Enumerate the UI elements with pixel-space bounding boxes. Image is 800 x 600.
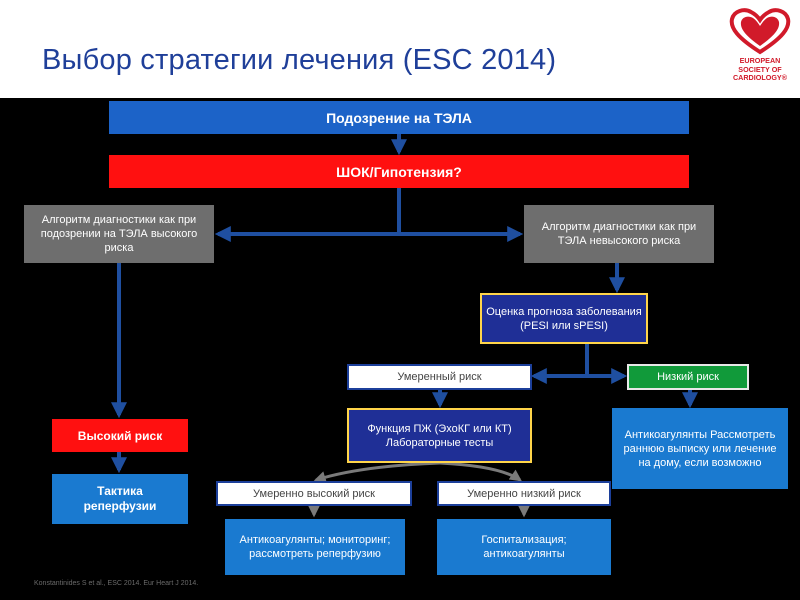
heart-logo-icon [729, 8, 791, 55]
algo-high-label: Алгоритм диагностики как при подозрении … [40, 214, 198, 254]
algo-high-box: Алгоритм диагностики как при подозрении … [24, 205, 214, 263]
prognosis-box: Оценка прогноза заболевания (PESI или sP… [480, 293, 648, 344]
shock-label: ШОК/Гипотензия? [336, 163, 462, 180]
footer-citation: Konstantinides S et al., ESC 2014. Eur H… [34, 580, 199, 587]
low-risk-treatment-box: Антикоагулянты Рассмотреть раннюю выписк… [612, 408, 788, 489]
logo-line-1: EUROPEAN [739, 56, 781, 65]
suspicion-label: Подозрение на ТЭЛА [326, 109, 472, 126]
rv-function-box: Функция ПЖ (ЭхоКГ или КТ) Лабораторные т… [347, 408, 532, 463]
moderate-risk-box: Умеренный риск [347, 364, 532, 390]
mod-low-treatment-label: Госпитализация; антикоагулянты [481, 534, 567, 560]
reperfusion-box: Тактика реперфузии [52, 474, 188, 524]
mod-low-risk-label: Умеренно низкий риск [467, 487, 581, 500]
mod-high-treatment-box: Антикоагулянты; мониторинг; рассмотреть … [225, 519, 405, 575]
mod-high-treatment-label: Антикоагулянты; мониторинг; рассмотреть … [239, 534, 391, 560]
logo-text: EUROPEAN SOCIETY OF CARDIOLOGY® [724, 56, 796, 83]
arrow-rv-to-mod-low [439, 461, 522, 482]
algo-nonhigh-label: Алгоритм диагностики как при ТЭЛА невысо… [541, 221, 697, 247]
moderate-risk-label: Умеренный риск [397, 371, 482, 383]
header: Выбор стратегии лечения (ESC 2014) EUROP… [0, 0, 800, 98]
mod-high-risk-box: Умеренно высокий риск [216, 481, 412, 506]
logo-line-2: SOCIETY OF [738, 64, 782, 74]
shock-box: ШОК/Гипотензия? [109, 155, 689, 188]
low-risk-box: Низкий риск [627, 364, 749, 390]
high-risk-box: Высокий риск [52, 419, 188, 452]
suspicion-box: Подозрение на ТЭЛА [109, 101, 689, 134]
algo-nonhigh-box: Алгоритм диагностики как при ТЭЛА невысо… [524, 205, 714, 263]
low-risk-treatment-label: Антикоагулянты Рассмотреть раннюю выписк… [623, 428, 777, 469]
rv-function-label: Функция ПЖ (ЭхоКГ или КТ) Лабораторные т… [367, 422, 512, 449]
reperfusion-label: Тактика реперфузии [83, 484, 157, 513]
low-risk-label: Низкий риск [657, 371, 719, 383]
logo-line-3: CARDIOLOGY® [732, 73, 787, 83]
high-risk-label: Высокий риск [77, 428, 163, 443]
mod-low-treatment-box: Госпитализация; антикоагулянты [437, 519, 611, 575]
esc-logo: EUROPEAN SOCIETY OF CARDIOLOGY® [724, 6, 796, 94]
arrow-rv-to-mod-high [313, 461, 441, 483]
prognosis-label: Оценка прогноза заболевания (PESI или sP… [486, 305, 642, 332]
page-title: Выбор стратегии лечения (ESC 2014) [42, 44, 557, 76]
mod-high-risk-label: Умеренно высокий риск [253, 487, 375, 500]
mod-low-risk-box: Умеренно низкий риск [437, 481, 611, 506]
